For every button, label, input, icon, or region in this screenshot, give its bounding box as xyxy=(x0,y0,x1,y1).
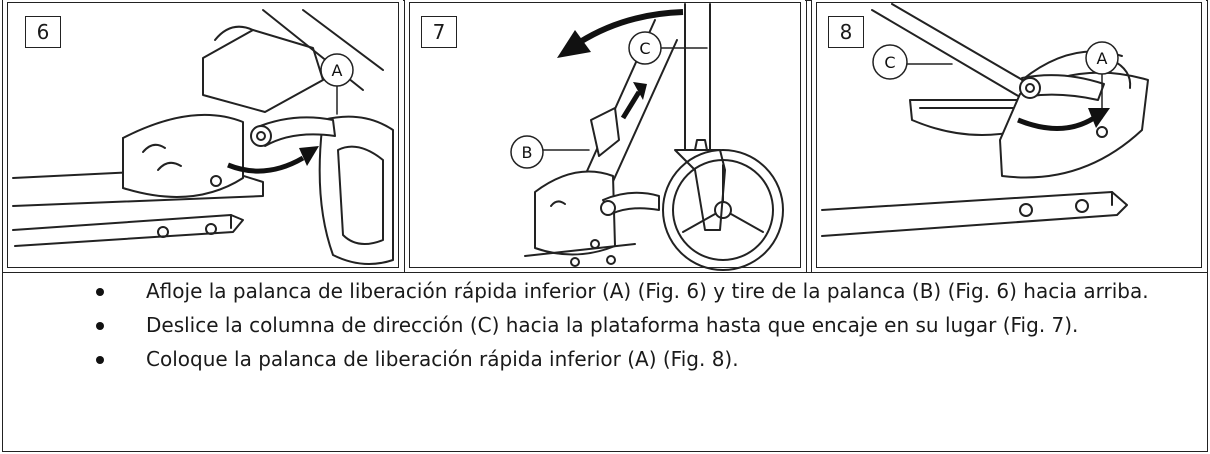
list-item: Deslice la columna de dirección (C) haci… xyxy=(0,310,1200,340)
figure-7: C B 7 xyxy=(405,0,805,272)
figure-number: 8 xyxy=(828,16,864,48)
figure-8: C A 8 xyxy=(812,0,1206,272)
list-item: Coloque la palanca de liberación rápida … xyxy=(0,344,1200,374)
figure-8-frame xyxy=(816,2,1202,268)
callout-c-fig8: C xyxy=(884,53,895,72)
figure-8-illustration: C A xyxy=(821,3,1149,237)
figure-number: 7 xyxy=(421,16,457,48)
figure-6-illustration: A xyxy=(12,9,394,265)
bullet-icon xyxy=(96,322,104,330)
callout-a-fig6: A xyxy=(332,61,343,80)
callout-c-fig7: C xyxy=(639,39,650,58)
step-text: Deslice la columna de dirección (C) haci… xyxy=(146,313,1079,337)
list-item: Afloje la palanca de liberación rápida i… xyxy=(0,276,1200,306)
figure-6-frame xyxy=(7,2,399,268)
column-divider xyxy=(404,0,405,272)
bullet-icon xyxy=(96,288,104,296)
column-divider xyxy=(811,0,812,272)
step-text: Coloque la palanca de liberación rápida … xyxy=(146,347,739,371)
figure-6: A 6 xyxy=(3,0,403,272)
figure-number: 6 xyxy=(25,16,61,48)
figure-7-illustration: C B xyxy=(510,3,784,271)
bullet-icon xyxy=(96,356,104,364)
step-text: Afloje la palanca de liberación rápida i… xyxy=(146,279,1149,303)
table-row-divider xyxy=(2,272,1208,273)
callout-b-fig7: B xyxy=(522,143,533,162)
callout-a-fig8: A xyxy=(1097,49,1108,68)
assembly-steps-list: Afloje la palanca de liberación rápida i… xyxy=(0,276,1200,378)
column-divider xyxy=(806,0,807,272)
figure-7-frame xyxy=(409,2,801,268)
